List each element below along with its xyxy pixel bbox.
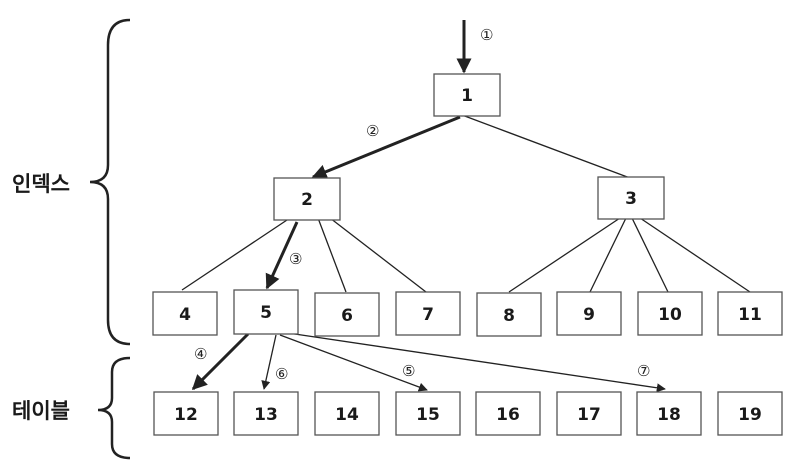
arrow-step-3 (265, 221, 299, 290)
node-7-label: 7 (422, 305, 434, 325)
node-8: 8 (476, 292, 542, 337)
node-10-label: 10 (658, 305, 682, 325)
node-14-label: 14 (335, 405, 359, 425)
node-11: 11 (717, 291, 783, 336)
edge-3-10 (631, 217, 669, 293)
node-19-label: 19 (738, 405, 762, 425)
node-3: 3 (597, 176, 665, 220)
edge-3-8 (508, 217, 621, 293)
node-8-label: 8 (503, 306, 515, 326)
edge-2-4 (181, 217, 291, 291)
node-18-label: 18 (657, 405, 681, 425)
node-4: 4 (152, 291, 218, 336)
edge-3-9 (589, 217, 627, 293)
node-3-label: 3 (625, 189, 637, 209)
node-17-label: 17 (577, 405, 601, 425)
arrow-step-4 (191, 332, 250, 391)
table-brace (97, 356, 131, 460)
node-1: 1 (433, 73, 501, 117)
edge-2-6 (317, 217, 347, 293)
step-label-4: ④ (194, 345, 207, 363)
edge-1-3 (461, 114, 631, 179)
node-19: 19 (717, 391, 783, 436)
edge-3-11 (639, 217, 751, 293)
node-5: 5 (233, 289, 299, 335)
node-12-label: 12 (174, 405, 198, 425)
node-13-label: 13 (254, 405, 278, 425)
arrow-step-7 (287, 332, 666, 393)
step-label-1: ① (480, 26, 493, 44)
step-label-6: ⑥ (275, 365, 288, 383)
node-6: 6 (314, 292, 380, 337)
node-7: 7 (395, 291, 461, 336)
edge-2-7 (329, 217, 427, 293)
node-2: 2 (273, 177, 341, 221)
node-5-label: 5 (260, 303, 272, 323)
node-6-label: 6 (341, 306, 353, 326)
arrow-step-2 (311, 115, 461, 179)
index-label: 인덱스 (12, 172, 70, 196)
node-9: 9 (556, 291, 622, 336)
node-11-label: 11 (738, 305, 762, 325)
step-label-3: ③ (289, 250, 302, 268)
node-17: 17 (556, 391, 622, 436)
node-16-label: 16 (496, 405, 520, 425)
step-label-5: ⑤ (402, 362, 415, 380)
node-15: 15 (395, 391, 461, 436)
step-label-2: ② (366, 122, 379, 140)
arrow-step-5 (279, 334, 428, 392)
index-brace (89, 18, 131, 346)
node-13: 13 (233, 391, 299, 436)
node-12: 12 (153, 391, 219, 436)
node-4-label: 4 (179, 305, 191, 325)
node-15-label: 15 (416, 405, 440, 425)
node-16: 16 (475, 391, 541, 436)
node-10: 10 (637, 291, 703, 336)
node-1-label: 1 (461, 86, 473, 106)
arrow-step-6 (261, 334, 277, 390)
node-2-label: 2 (301, 190, 313, 210)
node-9-label: 9 (583, 305, 595, 325)
step-label-7: ⑦ (637, 362, 650, 380)
node-14: 14 (314, 391, 380, 436)
node-18: 18 (636, 391, 702, 436)
table-label: 테이블 (12, 399, 70, 423)
